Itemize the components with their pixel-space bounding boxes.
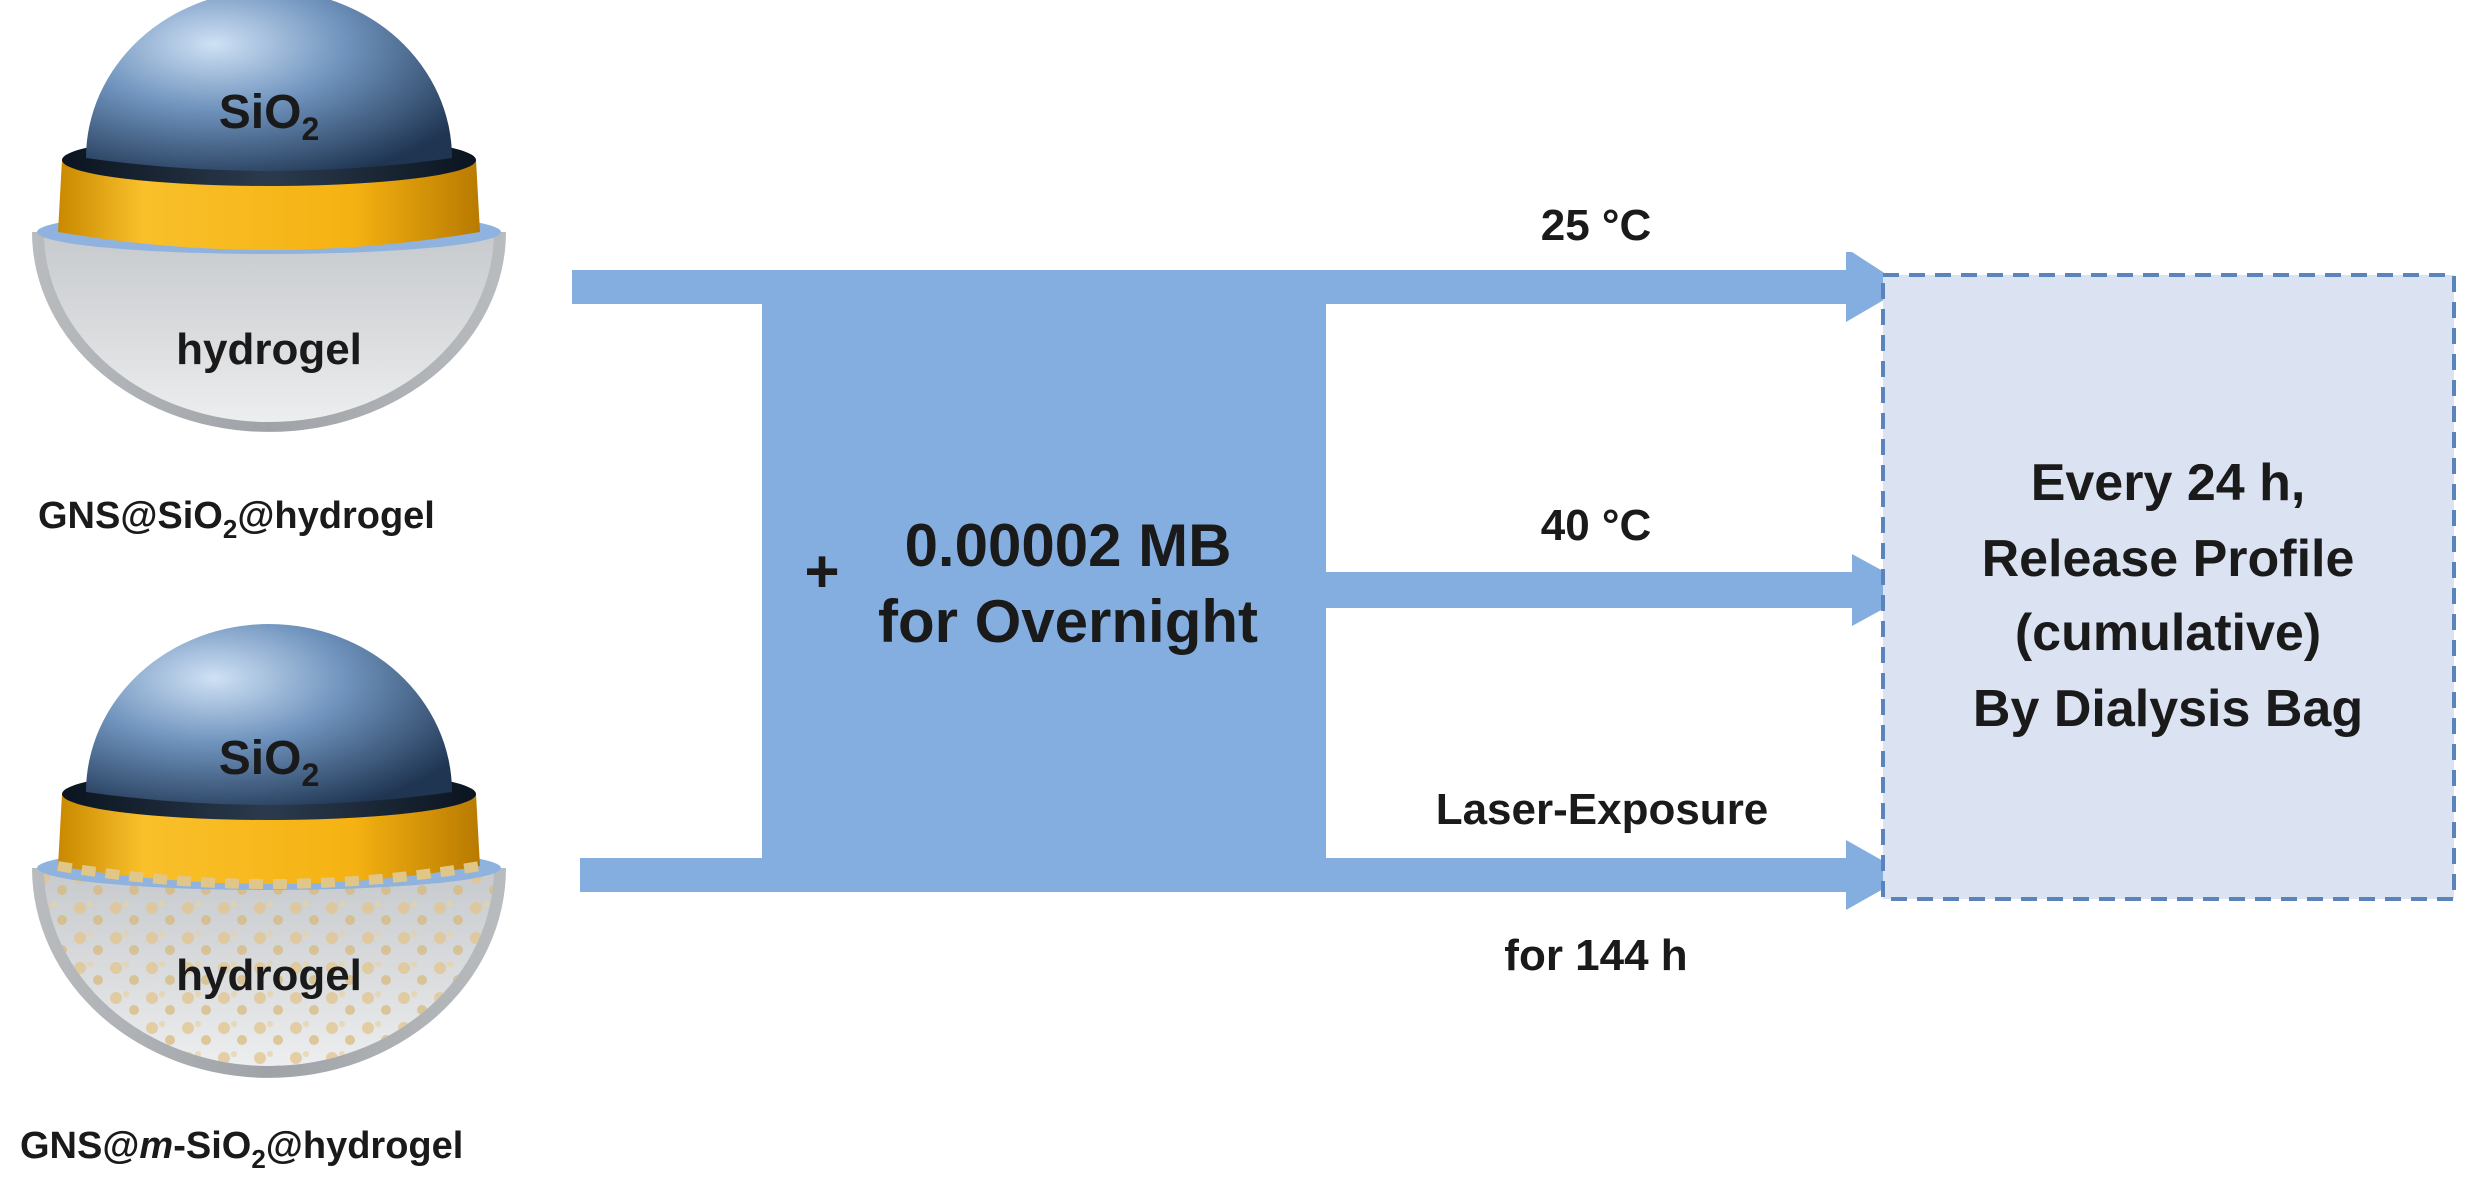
process-plus: + [804,538,839,605]
process-line-1: 0.00002 MB [905,512,1232,579]
input-connector-bottom [580,858,762,892]
condition-laser: Laser-Exposure [1436,785,1769,834]
particle-gns-m-sio2-hydrogel: SiO2 hydrogel [32,624,506,1078]
condition-25c: 25 °C [1541,201,1652,250]
result-line-2: Release Profile [1982,530,2355,588]
result-box [1881,273,2456,901]
core-label: SiO2 [219,732,319,793]
core-label: SiO2 [219,86,319,147]
arrow-25c [1326,252,1906,322]
pore-edge [57,861,481,889]
particle-gns-sio2-hydrogel: SiO2 hydrogel [32,0,506,432]
particle-caption-2: GNS@m-SiO2@hydrogel [20,1125,463,1174]
shell-label: hydrogel [176,325,362,374]
silica-core [86,624,452,805]
process-line-2: for Overnight [878,588,1258,655]
process-block [762,270,1326,892]
hydrogel-shell [32,232,506,432]
arrow-laser [1326,840,1908,910]
hydrogel-shell-porous [32,868,506,1078]
condition-40c: 40 °C [1541,501,1652,550]
gold-band-porous [58,794,480,884]
shell-label: hydrogel [176,951,362,1000]
result-line-3: (cumulative) [2015,604,2321,662]
gold-band [58,160,480,250]
particle-caption-1: GNS@SiO2@hydrogel [38,495,435,544]
condition-laser-duration: for 144 h [1504,931,1687,980]
result-line-1: Every 24 h, [2031,454,2306,512]
silica-core [86,0,452,171]
result-line-4: By Dialysis Bag [1973,680,2363,738]
arrow-40c [1326,554,1918,626]
input-connector-top [572,270,762,304]
